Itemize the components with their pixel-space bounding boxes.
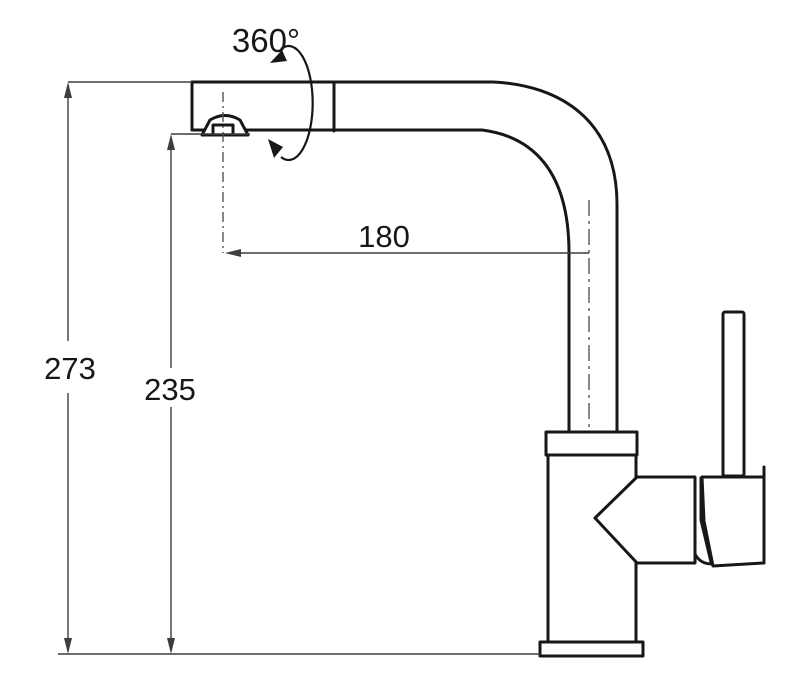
rotation-arrow-bottom-head-icon bbox=[268, 139, 283, 158]
overall-height-label: 273 bbox=[44, 351, 96, 386]
spout-holder-wedge bbox=[593, 475, 697, 565]
spout-reach-label: 180 bbox=[358, 219, 410, 254]
rotation-label: 360° bbox=[232, 22, 300, 59]
faucet-outline bbox=[190, 80, 766, 658]
arrow-up-icon bbox=[167, 134, 175, 150]
handle-body bbox=[700, 475, 766, 568]
dimension-overall-height: 273 bbox=[44, 81, 192, 654]
rotation-indicator: 360° bbox=[232, 22, 314, 162]
handle-joint-curve bbox=[693, 552, 714, 566]
spout-inner-edge bbox=[190, 128, 571, 434]
arrow-up-icon bbox=[64, 82, 72, 98]
body-collar bbox=[544, 430, 639, 457]
arrow-down-icon bbox=[167, 638, 175, 654]
mounting-base bbox=[538, 640, 645, 658]
rotation-arrow-top-head-icon bbox=[270, 50, 287, 63]
centerlines bbox=[222, 92, 590, 430]
arrow-left-icon bbox=[225, 249, 241, 257]
rotation-arrow-icon bbox=[280, 44, 314, 162]
dimension-aerator-height: 235 bbox=[144, 133, 250, 654]
aerator-height-label: 235 bbox=[144, 372, 196, 407]
arrow-down-icon bbox=[64, 638, 72, 654]
handle-joint-seam bbox=[699, 476, 713, 564]
handle-lever bbox=[721, 310, 746, 478]
dimension-spout-reach: 180 bbox=[225, 219, 589, 257]
spout-outer-edge bbox=[190, 80, 619, 434]
